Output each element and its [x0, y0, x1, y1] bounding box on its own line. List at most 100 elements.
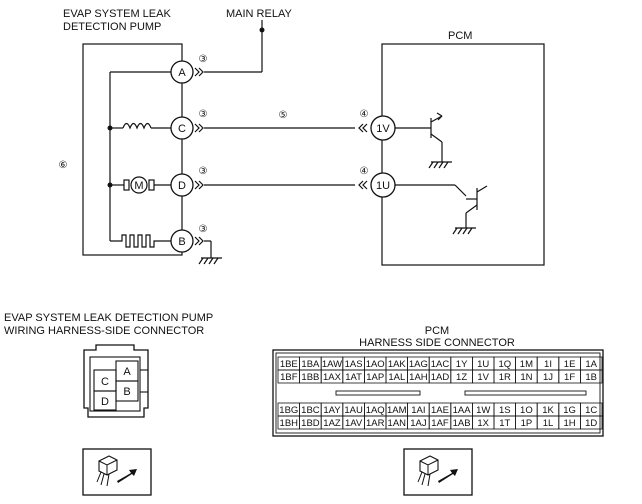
pcm-connector-title-line1: PCM — [425, 325, 449, 337]
pcm-pin-label: 1AK — [388, 359, 407, 370]
pcm-pin-label: 1AL — [388, 372, 405, 383]
solenoid-coil-symbol — [110, 122, 171, 130]
pcm-pin-label: 1AW — [322, 359, 342, 370]
pcm-pin-label: 1A — [585, 359, 597, 370]
pump-title-line1: EVAP SYSTEM LEAK — [63, 8, 171, 20]
marker-5: ⑤ — [279, 110, 288, 121]
pcm-pin-label: 1K — [542, 405, 554, 416]
pcm-pin-label: 1AU — [344, 405, 363, 416]
terminal-a-label: A — [178, 67, 186, 79]
pcm-pin-label: 1E — [564, 359, 576, 370]
pcm-pin-label: 1BC — [301, 405, 320, 416]
pcm-terminal-1u: 1U — [370, 172, 396, 198]
pcm-label: PCM — [448, 30, 472, 42]
pump-connector-face: C A B D — [83, 344, 149, 418]
connector-chevrons-right — [194, 67, 204, 246]
pcm-pin-label: 1BG — [279, 405, 298, 416]
pcm-pin-label: 1V — [477, 372, 489, 383]
pump-title-line2: DETECTION PUMP — [63, 21, 161, 33]
terminal-c-label: C — [178, 123, 186, 135]
pcm-pin-label: 1Y — [456, 359, 468, 370]
pcm-pin-label: 1AB — [453, 418, 471, 429]
pcm-pin-label: 1S — [499, 405, 511, 416]
connector-chevrons-left — [358, 123, 368, 190]
marker-3-b: ③ — [199, 224, 208, 235]
pcm-pin-label: 1AN — [388, 418, 407, 429]
pump-connector-title-line2: WIRING HARNESS-SIDE CONNECTOR — [4, 325, 204, 337]
pump-terminal-b: B — [170, 229, 194, 253]
transistor-symbol-1v — [395, 112, 452, 169]
pcm-pin-label: 1AD — [431, 372, 450, 383]
marker-3-a: ③ — [199, 54, 208, 65]
pump-conn-cell-c: C — [101, 376, 109, 388]
pcm-pin-label: 1AS — [345, 359, 363, 370]
pcm-pin-label: 1AP — [366, 372, 384, 383]
pcm-pin-label: 1AH — [409, 372, 428, 383]
pcm-pin-label: 1Z — [456, 372, 467, 383]
pcm-pin-label: 1L — [543, 418, 554, 429]
pcm-pin-cell — [580, 369, 603, 384]
pcm-pin-label: 1X — [477, 418, 489, 429]
pcm-pin-label: 1W — [476, 405, 490, 416]
pump-conn-cell-d: D — [101, 396, 109, 408]
pcm-pin-label: 1BF — [280, 372, 298, 383]
connector-key-left — [335, 390, 421, 396]
pump-connector-title-line1: EVAP SYSTEM LEAK DETECTION PUMP — [4, 312, 213, 324]
pump-terminal-d: D — [170, 173, 194, 197]
pump-terminal-c: C — [170, 116, 194, 140]
pcm-pin-label: 1R — [499, 372, 511, 383]
terminal-1u-label: 1U — [376, 180, 390, 192]
pcm-pin-label: 1U — [477, 359, 489, 370]
pump-conn-cell-a: A — [123, 366, 131, 378]
main-relay-label: MAIN RELAY — [226, 8, 292, 20]
marker-3-d: ③ — [199, 166, 208, 177]
pcm-pin-label: 1BH — [280, 418, 299, 429]
view-direction-icon-pcm — [403, 448, 473, 496]
pump-conn-cell-b: B — [123, 386, 130, 398]
pcm-pin-label: 1AF — [431, 418, 449, 429]
ground-symbol-pump — [198, 240, 222, 265]
pcm-pin-label: 1B — [585, 372, 597, 383]
pcm-pin-label: 1AC — [431, 359, 450, 370]
pcm-pin-label: 1I — [544, 359, 552, 370]
pcm-pin-label: 1AI — [411, 405, 425, 416]
pcm-pin-label: 1BD — [301, 418, 320, 429]
view-direction-icon-pump — [82, 448, 152, 496]
pcm-pin-label: 1BE — [280, 359, 298, 370]
pcm-pin-label: 1Q — [498, 359, 511, 370]
pcm-connector-title-line2: HARNESS SIDE CONNECTOR — [359, 337, 515, 349]
pcm-pin-label: 1AX — [323, 372, 342, 383]
pcm-pin-label: 1BA — [301, 359, 320, 370]
pump-internal-bus — [107, 71, 171, 241]
pcm-pin-label: 1AG — [409, 359, 428, 370]
marker-3-c: ③ — [199, 109, 208, 120]
pcm-terminal-1v: 1V — [370, 115, 396, 141]
pcm-pin-label: 1AE — [431, 405, 449, 416]
motor-symbol: M — [110, 176, 171, 194]
pcm-pin-label: 1AQ — [366, 405, 385, 416]
pcm-pin-label: 1AA — [453, 405, 472, 416]
terminal-b-label: B — [178, 236, 185, 248]
heater-symbol — [110, 234, 171, 248]
pcm-pin-label: 1AT — [345, 372, 362, 383]
transistor-symbol-1u — [395, 184, 488, 235]
motor-label: M — [134, 180, 143, 192]
terminal-d-label: D — [178, 180, 186, 192]
pcm-pin-label: 1AO — [366, 359, 385, 370]
pcm-pin-label: 1O — [520, 405, 533, 416]
marker-4-1v: ④ — [360, 109, 369, 120]
pcm-pin-label: 1BB — [301, 372, 319, 383]
pcm-pin-label: 1C — [585, 405, 597, 416]
terminal-1v-label: 1V — [376, 123, 390, 135]
pcm-pin-label: 1H — [564, 418, 576, 429]
pcm-pin-label: 1F — [564, 372, 575, 383]
pump-outline — [82, 43, 183, 256]
pcm-pin-label: 1AZ — [323, 418, 341, 429]
pcm-outline — [381, 43, 545, 266]
pcm-pin-cell — [580, 415, 603, 430]
pcm-pin-label: 1P — [521, 418, 533, 429]
pcm-pin-label: 1M — [520, 359, 533, 370]
